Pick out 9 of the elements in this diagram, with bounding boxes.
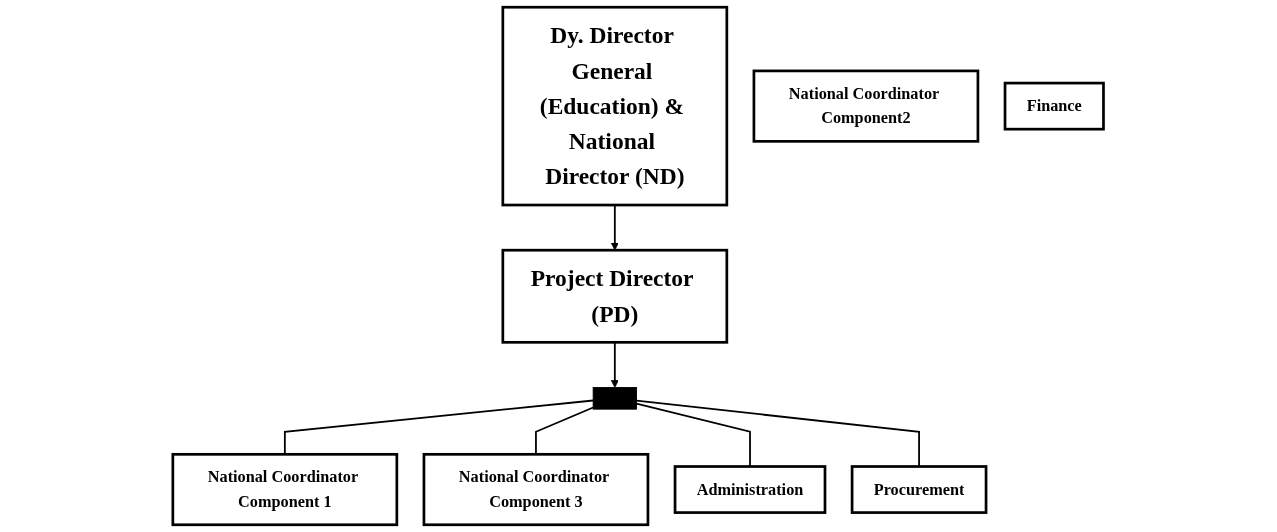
node-box: Finance xyxy=(1004,81,1106,131)
node-box: Procurement xyxy=(851,465,988,514)
node-box: National Coordinator Component 3 xyxy=(422,452,650,527)
node-box: National Coordinator Component 1 xyxy=(171,452,399,527)
node-bar xyxy=(593,387,638,410)
node-box: Administration xyxy=(674,465,827,514)
node-box: Dy. Director General (Education) & National Director (ND) xyxy=(501,5,729,207)
node-box: National Coordinator Component2 xyxy=(752,69,980,143)
node-box: Project Director (PD) xyxy=(501,248,729,344)
